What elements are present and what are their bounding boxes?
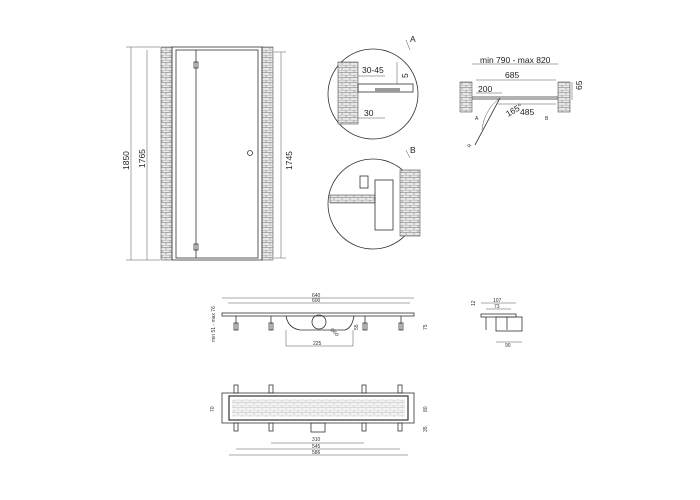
dim-height-range: min 51 - max 76 [211,306,217,342]
detail-a: A 30-45 5 30 [327,34,419,140]
door-frame [171,46,263,261]
drain-grate [221,312,415,317]
dim-outlet: 35 [423,426,429,432]
detail-circle [327,48,419,140]
wall-left [459,81,473,113]
section-mark-a: A [475,116,479,122]
dim-diameter: Ø50 [329,327,340,338]
dim-total-length: 640 [312,293,321,299]
dim-offset: 5 [400,73,410,78]
leader-line [405,39,411,51]
door-handle [247,150,253,156]
outlet-pipe [311,314,327,330]
dim-section-top: 107 [493,298,502,304]
door-panel [175,49,259,259]
detail-b: B [327,145,421,250]
hinge-bottom [193,243,199,251]
wall [337,61,359,125]
threshold [329,194,376,204]
dim-span-586: 586 [312,450,321,456]
dim-depth: 30 [364,108,374,118]
detail-a-label: A [410,34,416,44]
adjustable-feet [233,316,404,331]
channel-section [495,316,523,332]
dim-width: 70 [210,406,216,412]
drain-body [285,315,355,331]
dim-outer-width: 80 [423,406,429,412]
wall-right [557,81,571,113]
radius-mark: R [467,143,474,149]
fixing [359,175,369,189]
grate-border [228,395,409,421]
profile [374,179,394,231]
dim-hinge: 200 [478,84,492,94]
dim-inner-length: 600 [312,298,321,304]
drain-top-view: 310 545 586 70 80 35 [210,384,429,456]
detail-b-label: B [410,145,416,155]
dim-span-545: 545 [312,444,321,450]
grate-pattern [232,399,405,417]
dim-flange: 12 [471,300,477,306]
dim-section-inner: 73 [494,304,500,310]
dim-gap: 30-45 [362,65,384,75]
wall-right [261,46,274,261]
dim-outlet-height: 55 [354,324,360,330]
dim-opening: 485 [520,107,534,117]
hinge-top [193,61,199,69]
dim-depth: 65 [574,80,584,90]
door-swing-line [474,97,501,146]
dim-total-height: 75 [423,324,429,330]
leader-line [405,149,411,159]
dim-outlet-width: 225 [313,341,322,347]
dim-span-310: 310 [312,437,321,443]
drain-side-view: 640 600 225 Ø50 55 75 min 51 - max 76 [211,293,429,347]
seal [375,88,400,92]
door-elevation: 1850 1765 1745 [121,46,294,261]
wall-left [160,46,173,261]
wall [399,169,421,237]
dim-height-frame: 1765 [137,149,147,168]
dim-door-width: 685 [505,70,519,80]
mounting-feet [233,384,403,433]
dim-height-total: 1850 [121,151,131,170]
grate-section [480,313,517,318]
section-mark-b: B [545,116,549,122]
plan-view: min 790 - max 820 685 200 165° 485 65 A … [459,55,584,149]
dim-section-depth: 90 [505,343,511,349]
drain-section: 107 73 90 12 [471,298,523,349]
dim-height-panel: 1745 [284,151,294,170]
dim-range: min 790 - max 820 [480,55,551,65]
